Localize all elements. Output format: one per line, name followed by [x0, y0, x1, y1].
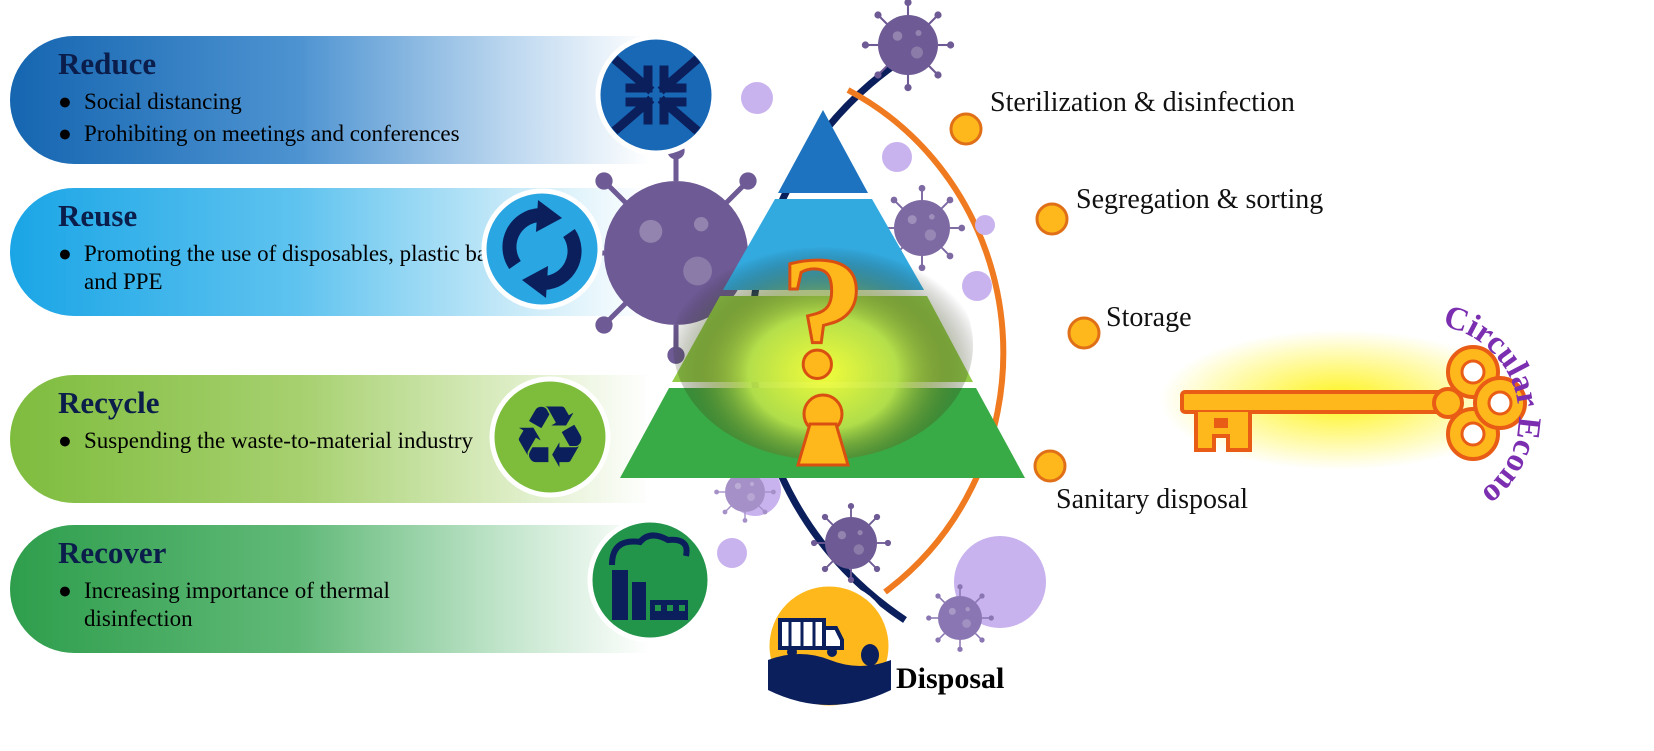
node-storage [1067, 316, 1101, 350]
virus-icon [811, 503, 891, 583]
pyramid-tier-1 [778, 110, 868, 193]
band-item: ●Prohibiting on meetings and conferences [58, 121, 460, 146]
refresh-arrows-icon [481, 188, 603, 310]
band-item-text: Promoting the use of disposables, plasti… [84, 241, 508, 294]
process-nodes [949, 112, 1101, 483]
step-label-segregation: Segregation & sorting [1076, 184, 1324, 215]
band-title-reduce: Reduce [58, 46, 157, 81]
virus-icon [862, 0, 954, 91]
key-icon [1160, 330, 1527, 470]
band-item-text: Social distancing [84, 89, 242, 114]
node-segregation [1035, 202, 1069, 236]
band-title-reuse: Reuse [58, 198, 138, 233]
garbage-truck-icon [764, 581, 894, 711]
waste-hierarchy-pyramid: ? [620, 110, 1025, 478]
factory-icon [587, 517, 713, 643]
band-item: ●Promoting the use of disposables, plast… [58, 241, 508, 294]
disposal-label: Disposal [896, 662, 1005, 695]
band-recover: Recover ●Increasing importance of therma… [10, 525, 650, 653]
virus-icon [926, 584, 994, 652]
band-item-text: Increasing importance of thermal disinfe… [84, 578, 390, 631]
node-sterilization [949, 112, 983, 146]
recycle-icon: ♻ [489, 376, 611, 498]
band-item-text: Suspending the waste-to-material industr… [84, 428, 474, 453]
compress-arrows-icon [595, 34, 717, 156]
question-mark: ? [779, 220, 867, 414]
band-item: ●Suspending the waste-to-material indust… [58, 428, 474, 453]
ring-orange-arc [846, 87, 1007, 595]
band-title-recycle: Recycle [58, 385, 160, 420]
keyhole-icon [795, 393, 851, 467]
step-label-sanitary-disposal: Sanitary disposal [1056, 484, 1249, 515]
band-title-recover: Recover [58, 535, 167, 570]
step-label-storage: Storage [1106, 302, 1192, 333]
band-reduce: Reduce ●Social distancing ●Prohibiting o… [10, 36, 650, 164]
svg-text:♻: ♻ [511, 388, 588, 488]
node-sanitary-disposal [1033, 449, 1067, 483]
pyramid-glow [673, 230, 973, 460]
band-item-text: Prohibiting on meetings and conferences [84, 121, 460, 146]
band-item: ●Increasing importance of thermal disinf… [58, 578, 390, 631]
band-item: ●Social distancing [58, 89, 242, 114]
step-label-sterilization: Sterilization & disinfection [990, 87, 1295, 118]
